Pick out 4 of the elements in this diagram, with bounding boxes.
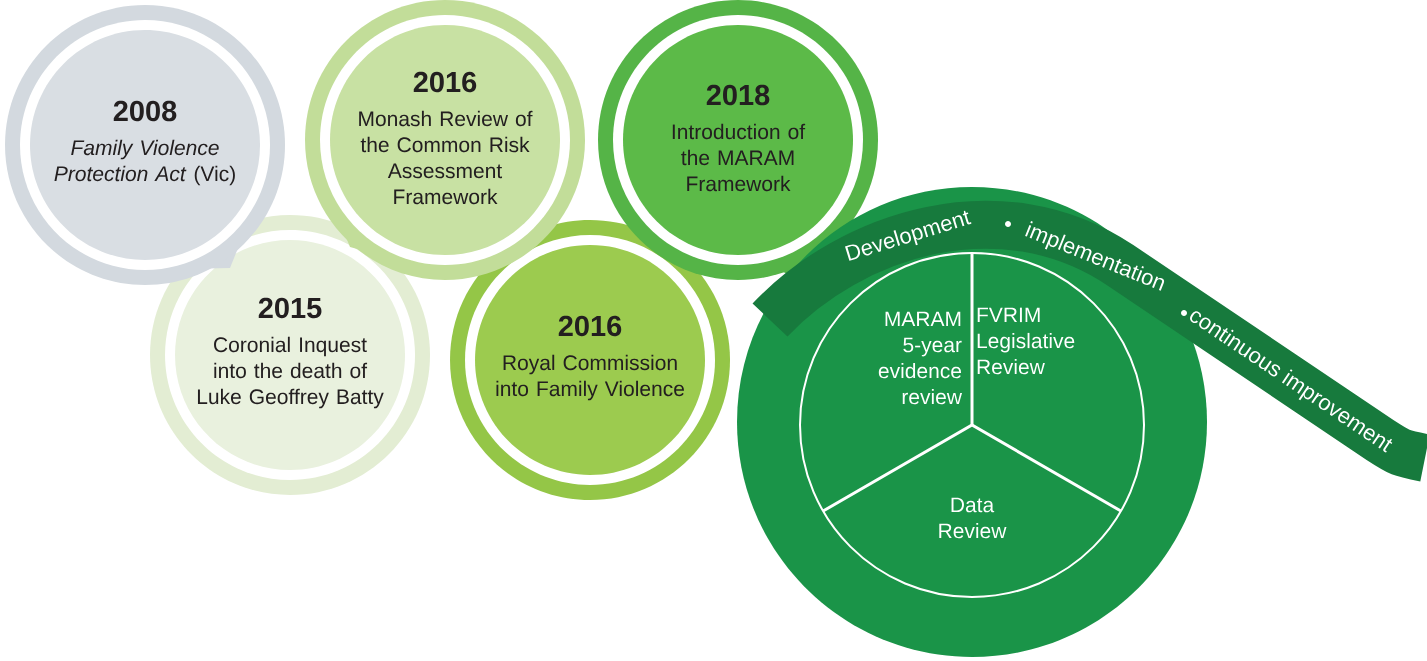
segment-label: FVRIM Legislative Review xyxy=(977,307,1075,375)
timeline-bubble: 2016 Monash Review of the Common Risk Assessment Framework xyxy=(305,0,585,280)
segment-label: MARAM 5-year evidence review xyxy=(878,311,963,405)
timeline-bubble: 2008 Family Violence Protection Act (Vic) xyxy=(5,5,285,285)
